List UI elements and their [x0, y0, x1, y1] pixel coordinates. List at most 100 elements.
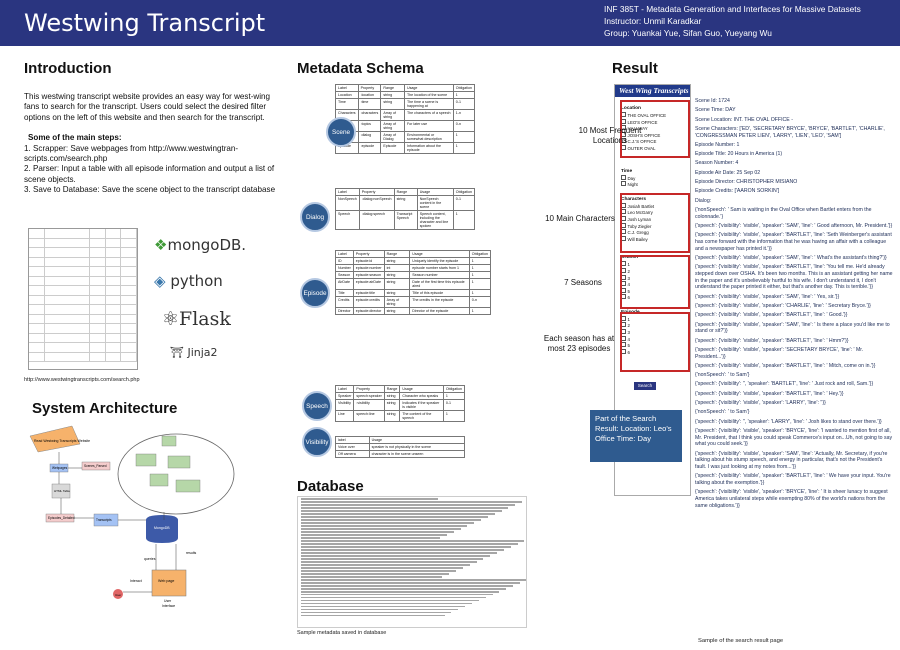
svg-text:MongoDB: MongoDB — [154, 526, 170, 530]
db-record-line — [301, 555, 491, 557]
season-checkbox[interactable]: 2 — [621, 268, 690, 275]
db-record-line — [301, 540, 525, 542]
db-record-line — [301, 498, 438, 500]
db-record-line — [301, 546, 511, 548]
source-url: http://www.westwingtranscripts.com/searc… — [24, 377, 140, 383]
result-heading: Result — [612, 60, 658, 77]
svg-text:results: results — [186, 551, 197, 555]
result-line: Episode Number: 1 — [695, 141, 740, 148]
season-title: Season — [621, 255, 639, 261]
location-checkbox[interactable]: JOSH'S OFFICE — [621, 132, 690, 139]
label-characters: 10 Main Characters — [545, 214, 615, 223]
database-heading: Database — [297, 478, 364, 495]
db-record-line — [301, 587, 507, 590]
episode-checkbox[interactable]: 5 — [621, 342, 690, 349]
db-record-line — [301, 608, 459, 611]
episode-checkbox[interactable]: 3 — [621, 329, 690, 336]
result-line: {'speech': {'visibility': 'visible', 'sp… — [695, 346, 864, 360]
db-record-line — [301, 561, 477, 563]
db-record-line — [301, 564, 470, 566]
intro-paragraph: This westwing transcript website provide… — [24, 92, 271, 122]
svg-text:queries: queries — [144, 557, 156, 561]
character-checkbox[interactable]: C.J. Gregg — [621, 229, 690, 236]
episode-checkbox[interactable]: 2 — [621, 322, 690, 329]
location-checkbox[interactable]: LEO'S OFFICE — [621, 119, 690, 126]
season-checkbox[interactable]: 5 — [621, 288, 690, 295]
result-line: {'speech': {'visibility': 'visible', 'sp… — [695, 321, 890, 335]
group-line: Group: Yuankai Yue, Sifan Guo, Yueyang W… — [604, 28, 772, 38]
season-checkbox[interactable]: 6 — [621, 294, 690, 301]
result-line: Scene Characters: ['ED', 'SECRETARY BRYC… — [695, 125, 885, 139]
poster-title: Westwing Transcript — [24, 9, 266, 37]
table-row — [29, 305, 138, 315]
table-row — [29, 257, 138, 267]
db-record-line — [301, 570, 457, 572]
result-line: {'speech': {'visibility': 'visible', 'sp… — [695, 302, 871, 309]
table-row — [29, 324, 138, 334]
db-record-line — [301, 596, 486, 599]
episode-checkbox[interactable]: 4 — [621, 336, 690, 343]
db-record-line — [301, 567, 463, 569]
character-checkbox[interactable]: Josh Lyman — [621, 216, 690, 223]
bubble-scene: Scene — [326, 117, 356, 147]
header-banner: Westwing Transcript INF 385T - Metadata … — [0, 0, 900, 46]
result-line: Episode Credits: ['AARON SORKIN'] — [695, 188, 780, 195]
intro-text: This westwing transcript website provide… — [24, 92, 276, 196]
site-title: West Wing Transcripts — [615, 85, 690, 97]
table-row — [29, 352, 138, 362]
svg-text:HTML Table: HTML Table — [54, 489, 70, 493]
location-checkbox[interactable]: C.J.'S OFFICE — [621, 138, 690, 145]
time-checkbox[interactable]: Night — [621, 181, 690, 188]
result-line: {'speech': {'visibility': 'visible', 'sp… — [695, 254, 887, 261]
character-checkbox[interactable]: Josiah Bartlet — [621, 203, 690, 210]
label-locations: 10 Most Frequent Locations — [578, 126, 642, 145]
architecture-diagram: Read Westwing Transcripts Website Webpag… — [29, 425, 235, 608]
result-line: Dialog: — [695, 197, 712, 204]
bubble-visibility: Visibility — [302, 427, 332, 457]
location-checkbox[interactable]: THE OVAL OFFICE — [621, 112, 690, 119]
table-row — [29, 314, 138, 324]
time-title: Time — [621, 168, 633, 174]
db-record-line — [301, 528, 461, 530]
result-line: {'speech': {'visibility': 'visible', 'sp… — [695, 312, 848, 319]
arch-heading: System Architecture — [32, 400, 178, 417]
result-line: {'nonSpeech': ' to Sam'} — [695, 409, 750, 416]
database-sample — [297, 496, 527, 628]
season-checkbox[interactable]: 1 — [621, 261, 690, 268]
location-checkbox[interactable]: OUTER OVAL — [621, 145, 690, 152]
episode-table-thumbnail — [28, 228, 138, 370]
table-row — [29, 343, 138, 353]
db-record-line — [301, 593, 493, 596]
svg-text:Interact: Interact — [130, 579, 142, 583]
db-record-line — [301, 531, 454, 533]
node-website — [29, 425, 81, 453]
label-episodes: Each season has at most 23 episodes — [543, 334, 615, 353]
bubble-episode: Episode — [300, 278, 330, 308]
result-line: {'speech': {'visibility': 'visible', 'sp… — [695, 489, 888, 509]
character-checkbox[interactable]: Toby Ziegler — [621, 223, 690, 230]
episode-checkbox[interactable]: 1 — [621, 316, 690, 323]
db-record-line — [301, 599, 479, 602]
season-checkbox[interactable]: 4 — [621, 281, 690, 288]
step-3: 3. Save to Database: Save the scene obje… — [24, 185, 276, 195]
python-logo: ◈ python — [154, 272, 223, 290]
db-record-line — [301, 552, 498, 554]
season-checkbox[interactable]: 3 — [621, 275, 690, 282]
db-record-line — [301, 575, 443, 578]
search-button[interactable]: Search — [634, 382, 656, 390]
db-record-line — [301, 513, 495, 515]
result-line: {'speech': {'visibility': 'visible', 'sp… — [695, 390, 844, 397]
character-checkbox[interactable]: Leo McGarry — [621, 209, 690, 216]
result-line: {'speech': {'visibility': 'visible', 'sp… — [695, 450, 888, 471]
schema-heading: Metadata Schema — [297, 60, 424, 77]
db-record-line — [301, 614, 445, 617]
episode-checkbox[interactable]: 6 — [621, 349, 690, 356]
location-checkbox[interactable]: HALLWAY — [621, 125, 690, 132]
time-checkbox[interactable]: Day — [621, 175, 690, 182]
character-checkbox[interactable]: Will Bailey — [621, 236, 690, 243]
episode-highlight — [620, 312, 690, 372]
db-record-line — [301, 558, 484, 560]
